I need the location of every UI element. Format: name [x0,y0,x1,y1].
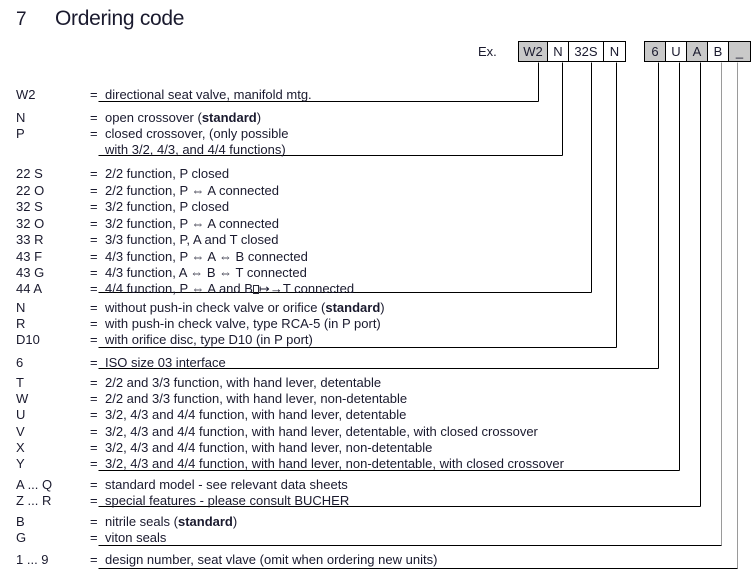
spec-row-description: 2/2 function, P ⇔ A connected [105,183,279,198]
code-cell-secondary-3: B [708,42,729,61]
spec-row-equals: = [90,407,98,422]
section-number: 7 [16,9,27,30]
spec-row-description: 3/2 function, P ⇔ A connected [105,216,279,231]
spec-row-equals: = [90,249,98,264]
spec-row-key: P [16,126,25,141]
spec-row-equals: = [90,440,98,455]
spec-row-key: B [16,514,25,529]
spec-row-key: V [16,424,25,439]
spec-row-key: 32 S [16,199,43,214]
spec-row-key: 43 G [16,265,45,280]
spec-row-key: 22 S [16,166,43,181]
spec-row-key: X [16,440,25,455]
code-cell-secondary-0: 6 [645,42,666,61]
spec-row-description: 3/2, 4/3 and 4/4 function, with hand lev… [105,424,538,439]
spec-row-equals: = [90,477,98,492]
spec-row-equals: = [90,530,98,545]
spec-row-key: N [16,110,26,125]
spec-row-key: U [16,407,26,422]
spec-row-key: D10 [16,332,40,347]
spec-row-key: W2 [16,87,36,102]
spec-row-equals: = [90,265,98,280]
spec-row-description: open crossover (standard) [105,110,262,125]
spec-row-description: 4/3 function, P ⇔ A ⇔ B connected [105,249,308,264]
spec-row-description: closed crossover, (only possible [105,126,289,141]
spec-row-key: 44 A [16,281,43,296]
spec-row-key: G [16,530,27,545]
spec-row-description: with push-in check valve, type RCA-5 (in… [105,316,381,331]
spec-row-description: 3/2 function, P closed [105,199,230,214]
spec-row-key: T [16,375,24,390]
spec-row-description: without push-in check valve or orifice (… [105,300,385,315]
spec-row-equals: = [90,375,98,390]
spec-row-description: 3/2, 4/3 and 4/4 function, with hand lev… [105,407,407,422]
spec-row-key: 22 O [16,183,45,198]
spec-row-description: standard model - see relevant data sheet… [105,477,348,492]
spec-row-key: Y [16,456,25,471]
spec-row-equals: = [90,552,98,567]
spec-row-equals: = [90,166,98,181]
spec-row-description: 4/4 function, P ⇔ A and B↦→T connected [105,281,355,296]
page-heading: 7 Ordering code [0,4,460,38]
spec-row-equals: = [90,316,98,331]
spec-row-equals: = [90,126,98,141]
code-cell-primary-0: W2 [519,42,548,61]
code-cell-secondary-1: U [666,42,687,61]
spec-row-equals: = [90,87,98,102]
spec-row-equals: = [90,281,98,296]
spec-row-description: 2/2 function, P closed [105,166,230,181]
spec-row-description: special features - please consult BUCHER [105,493,350,508]
spec-row-key: N [16,300,26,315]
spec-row-equals: = [90,391,98,406]
code-cell-primary-1: N [548,42,569,61]
code-cell-primary-2: 32S [569,42,604,61]
spec-row-description: 4/3 function, A ⇔ B ⇔ T connected [105,265,307,280]
spec-row-key: 43 F [16,249,43,264]
spec-row-description: 3/2, 4/3 and 4/4 function, with hand lev… [105,456,564,471]
spec-row-key: W [16,391,29,406]
spec-row-equals: = [90,183,98,198]
example-label: Ex. [478,44,497,59]
spec-row-description: with 3/2, 4/3, and 4/4 functions) [105,142,286,157]
spec-row-description: design number, seat vlave (omit when ord… [105,552,438,567]
spec-row-description: 3/2, 4/3 and 4/4 function, with hand lev… [105,440,433,455]
spec-row-description: ISO size 03 interface [105,355,226,370]
spec-row-equals: = [90,332,98,347]
spec-row-equals: = [90,493,98,508]
spec-row-equals: = [90,216,98,231]
spec-row-equals: = [90,456,98,471]
spec-row-description: viton seals [105,530,167,545]
spec-row-key: 6 [16,355,24,370]
spec-row-key: 1 ... 9 [16,552,49,567]
spec-row-description: directional seat valve, manifold mtg. [105,87,312,102]
spec-row-equals: = [90,514,98,529]
code-cell-secondary-4: _ [729,42,750,61]
spec-row-equals: = [90,424,98,439]
code-cell-primary-3: N [604,42,625,61]
spec-row-equals: = [90,355,98,370]
spec-row-description: with orifice disc, type D10 (in P port) [105,332,313,347]
spec-row-description: 3/3 function, P, A and T closed [105,232,279,247]
spec-row-equals: = [90,300,98,315]
spec-row-description: 2/2 and 3/3 function, with hand lever, d… [105,375,382,390]
spec-row-description: nitrile seals (standard) [105,514,238,529]
spec-row-key: Z ... R [16,493,52,508]
spec-row-equals: = [90,199,98,214]
spec-row-description: 2/2 and 3/3 function, with hand lever, n… [105,391,408,406]
page-title: Ordering code [55,7,185,30]
spec-row-key: A ... Q [16,477,53,492]
spec-row-equals: = [90,232,98,247]
spec-row-key: R [16,316,26,331]
spec-row-equals: = [90,110,98,125]
spec-row-key: 33 R [16,232,44,247]
spec-row-key: 32 O [16,216,45,231]
code-cell-secondary-2: A [687,42,708,61]
